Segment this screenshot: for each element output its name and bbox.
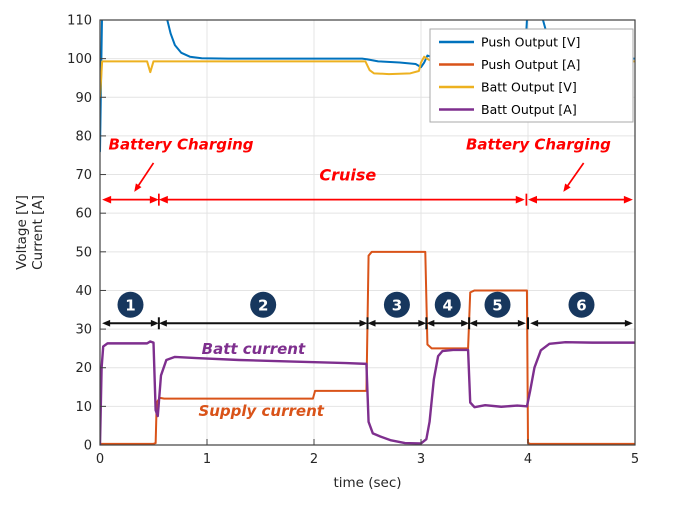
series-line — [100, 340, 635, 445]
y-tick-label: 0 — [84, 439, 92, 454]
y-tick-label: 70 — [75, 168, 92, 183]
segment-number: 3 — [392, 296, 402, 314]
arrow-head — [426, 319, 435, 327]
supply-current-label: Supply current — [198, 402, 324, 420]
y-axis-label: Voltage [V]Current [A] — [14, 195, 46, 270]
arrow-head — [528, 195, 537, 204]
x-axis-label: time (sec) — [333, 475, 401, 491]
legend-label: Push Output [V] — [481, 35, 580, 50]
x-tick-label: 4 — [524, 452, 532, 467]
cruise: Cruise — [319, 165, 376, 184]
arrow-head — [359, 319, 368, 327]
y-tick-label: 60 — [75, 207, 92, 222]
arrow-head — [517, 319, 526, 327]
y-tick-label: 50 — [75, 245, 92, 260]
arrow-head — [624, 319, 633, 327]
segment-number: 4 — [443, 296, 453, 314]
plot-border — [99, 19, 636, 446]
y-tick-label: 90 — [75, 91, 92, 106]
arrow-line — [136, 162, 155, 188]
legend-label: Push Output [A] — [481, 57, 580, 72]
x-tick-label: 1 — [203, 452, 211, 467]
battery-charging-right: Battery Charging — [466, 135, 611, 153]
segment-number-badge — [434, 291, 461, 318]
legend-label: Batt Output [V] — [481, 80, 577, 95]
segment-number-badge — [117, 291, 144, 318]
segment-number-badge — [383, 291, 410, 318]
battery-charging-left: Battery Charging — [109, 135, 254, 153]
arrow-head — [461, 319, 470, 327]
y-tick-label: 40 — [75, 284, 92, 299]
arrow-head — [515, 195, 525, 204]
x-tick-label: 0 — [96, 452, 104, 467]
arrow-head — [149, 195, 159, 204]
x-tick-label: 3 — [417, 452, 425, 467]
y-tick-label: 110 — [67, 14, 92, 29]
arrow-head — [134, 183, 142, 192]
segment-number: 6 — [576, 296, 586, 314]
y-tick-label: 20 — [75, 361, 92, 376]
arrow-head — [623, 195, 633, 204]
arrow-head — [469, 319, 478, 327]
y-tick-label: 80 — [75, 129, 92, 144]
batt-current-label: Batt current — [202, 340, 306, 358]
arrow-head — [418, 319, 427, 327]
arrow-head — [367, 319, 376, 327]
arrow-head — [102, 319, 111, 327]
y-tick-label: 10 — [75, 400, 92, 415]
segment-number: 2 — [258, 296, 268, 314]
segment-number: 5 — [492, 296, 502, 314]
segment-number-badge — [250, 291, 277, 318]
segment-number-badge — [484, 291, 511, 318]
arrow-head — [158, 319, 167, 327]
segment-number-badge — [568, 291, 595, 318]
segment-number: 1 — [125, 296, 135, 314]
y-tick-label: 30 — [75, 323, 92, 338]
x-tick-label: 5 — [631, 452, 639, 467]
arrow-head — [158, 195, 168, 204]
arrow-head — [563, 183, 571, 192]
legend-label: Batt Output [A] — [481, 102, 577, 117]
arrow-line — [565, 162, 585, 188]
y-tick-label: 100 — [67, 52, 92, 67]
x-tick-label: 2 — [310, 452, 318, 467]
arrow-head — [102, 195, 112, 204]
arrow-head — [150, 319, 159, 327]
arrow-head — [530, 319, 539, 327]
legend-box — [429, 28, 634, 123]
